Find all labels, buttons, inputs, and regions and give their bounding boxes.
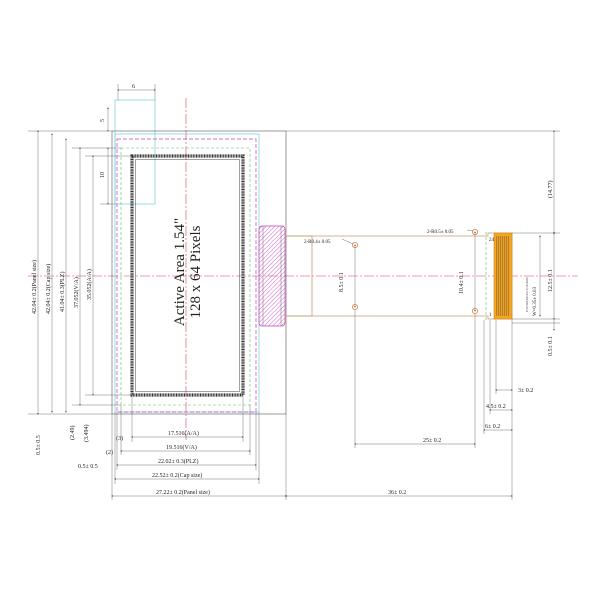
dim-radius-04: 2-R0.4± 0.05: [304, 240, 331, 245]
dim-aa-height: 35.052(A/A): [86, 269, 93, 300]
panel-outline: [111, 130, 287, 415]
dim-offset-05: 0.5± 0.5: [36, 435, 42, 455]
dim-height-125: 12.5± 0.1: [548, 269, 554, 292]
driver-ic-hatched: [258, 225, 286, 327]
va-outline: [120, 147, 251, 406]
dim-width-45: 4.5± 0.2: [486, 404, 506, 410]
active-area-inner: [135, 159, 240, 392]
dim-height-1477: (14.77): [547, 181, 554, 199]
active-area-title: Active Area 1.54": [172, 218, 188, 326]
dim-plz-height: 41.04± 0.3(PLZ): [59, 272, 66, 312]
dim-panel-width: 27.22± 0.2(Panel size): [156, 489, 210, 496]
dim-hole-height-104: 10.4± 0.1: [459, 271, 465, 294]
plz-outline: [116, 138, 257, 413]
dim-cap-width: 22.52± 0.2(Cap size): [152, 472, 202, 479]
dim-label-3: (3): [116, 435, 123, 442]
dim-fpc-length: 36± 0.2: [388, 490, 406, 496]
dim-offset-05b: 0.5± 0.5: [78, 464, 98, 470]
dim-offset-249: (2.49): [69, 426, 76, 441]
dim-hole-span: 25± 0.2: [423, 438, 441, 444]
dim-plz-width: 22.02± 0.3(PLZ): [158, 458, 198, 465]
dim-radius-05: 2-R0.5± 0.05: [427, 230, 454, 235]
dim-pin-width: W=0.35± 0.03: [533, 286, 538, 316]
dim-panel-height: 42.04± 0.2(Panel size): [31, 260, 38, 314]
active-area-border: [130, 154, 245, 397]
dim-va-width: 19.516(V/A): [166, 444, 197, 451]
dim-cap-height: 42.04± 0.2(Cap size): [45, 264, 52, 314]
dim-offset-3494: (3.494): [83, 425, 90, 443]
pin-24-label: 24: [489, 238, 495, 243]
dim-pitch-note: P=0.5±0.03×23=11.5±0.05: [525, 277, 529, 312]
dim-hole-height-85: 8.5± 0.1: [339, 272, 345, 292]
dim-label-2: (2): [106, 449, 113, 456]
active-area-resolution: 128 x 64 Pixels: [188, 225, 204, 318]
dim-top-width: 6: [132, 84, 135, 90]
dim-height-05: 0.5± 0.1: [548, 336, 554, 356]
dim-top-height: 5: [100, 119, 106, 122]
pin-1-label: 1: [489, 313, 492, 318]
dim-aa-width: 17.516(A/A): [168, 430, 199, 437]
active-area-label: Active Area 1.54" 128 x 64 Pixels: [172, 218, 204, 326]
dim-left-10: 10: [100, 172, 106, 178]
dim-width-3: 3± 0.2: [518, 388, 533, 394]
dim-width-6: 6± 0.2: [485, 424, 500, 430]
dim-va-height: 37.052(V/A): [73, 277, 80, 308]
